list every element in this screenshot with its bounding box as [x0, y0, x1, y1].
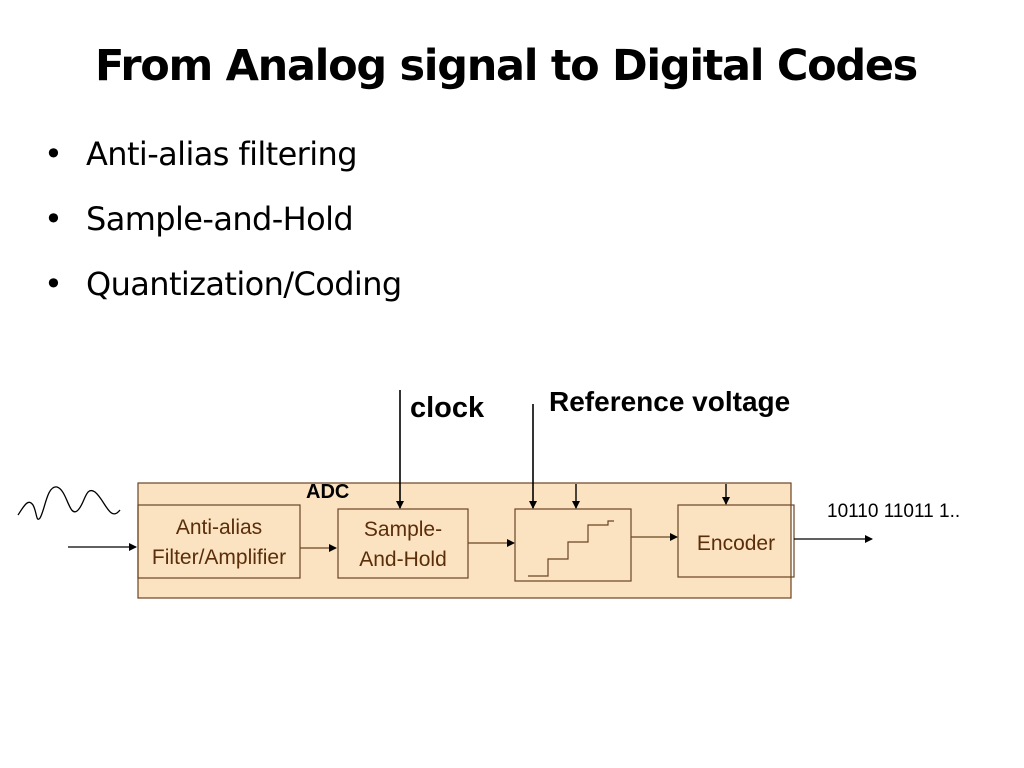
filter-block — [137, 504, 301, 579]
sample-hold-label-line1: Sample- — [364, 518, 442, 541]
bullet-item: • Sample-and-Hold — [44, 193, 402, 258]
bullet-text: Anti-alias filtering — [86, 135, 358, 173]
bullet-dot-icon: • — [44, 200, 63, 238]
bullet-item: • Quantization/Coding — [44, 258, 402, 323]
bullet-list: • Anti-alias filtering • Sample-and-Hold… — [44, 128, 402, 323]
analog-wave-icon — [17, 486, 121, 520]
encoder-label: Encoder — [697, 532, 775, 555]
bullet-text: Sample-and-Hold — [86, 200, 354, 238]
adc-label: ADC — [306, 481, 349, 503]
quantizer-block — [514, 508, 632, 582]
slide-title: From Analog signal to Digital Codes — [95, 41, 918, 91]
clock-label: clock — [410, 392, 485, 424]
staircase-icon — [528, 520, 614, 577]
bullet-dot-icon: • — [44, 265, 63, 303]
encoder-block — [677, 504, 795, 578]
bullet-item: • Anti-alias filtering — [44, 128, 402, 193]
bullet-text: Quantization/Coding — [86, 265, 402, 303]
filter-block-label-line1: Anti-alias — [176, 516, 262, 539]
reference-voltage-label: Reference voltage — [549, 386, 790, 417]
adc-container — [137, 482, 792, 599]
bullet-dot-icon: • — [44, 135, 63, 173]
filter-block-label-line2: Filter/Amplifier — [152, 546, 286, 569]
output-code: 10110 11011 1.. — [827, 501, 960, 522]
sample-hold-label-line2: And-Hold — [359, 548, 447, 571]
